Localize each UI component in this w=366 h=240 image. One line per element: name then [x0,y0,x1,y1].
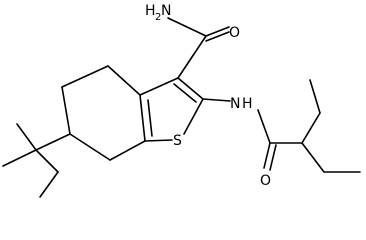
bond-c7-c7a [109,140,146,161]
bond-cco-o-b [269,144,277,171]
bond-s-c7a [144,139,173,142]
bond-c-nh2 [167,17,207,37]
bond-cco-o-a [263,142,271,169]
bond-c7a-c3a-b [147,99,153,137]
bond-c2-nh [202,98,231,102]
atom-o-amide-top: O [229,25,240,41]
bond-ch-ch2a [301,112,321,144]
atom-h-amide-top: H [145,3,156,19]
bond-c5-c6 [61,86,71,135]
atom-sulfur: S [173,133,182,149]
bond-cq-me2 [2,149,37,167]
bond-c-o-top-a [205,26,230,37]
bond-cq-me1 [16,123,37,151]
bond-c3-c2-a [177,77,204,100]
bond-c-o-top-b [205,31,230,42]
bond-ch-ch2b [301,142,325,173]
bond-c3a-c4 [107,65,141,96]
bond-nh-cco [257,109,271,144]
atom-o-amide-bottom: O [260,173,271,189]
bond-cq-ch2 [35,149,59,173]
bond-c2-s [183,98,204,135]
structure-svg: H 2 N O S N H O [2,3,361,198]
bond-ch2-ch3 [39,171,59,198]
bond-c6-cq [35,133,71,151]
atom-n-amide-top: N [161,3,171,19]
bond-c4-c5 [61,65,109,88]
bond-c3-c2-b [173,83,197,103]
bond-c6-c7 [69,133,111,161]
atom-n-amide-link: N [230,96,240,112]
bond-c3-camide [177,35,207,79]
atom-h-subscript: 2 [155,12,161,23]
bond-c3-c3a [139,77,179,96]
molecule-diagram: H 2 N O S N H O [2,3,361,198]
bond-ch2a-ch3a [309,79,321,114]
bond-c7a-c3a-a [139,94,146,142]
atom-h-amide-link: H [242,96,253,112]
